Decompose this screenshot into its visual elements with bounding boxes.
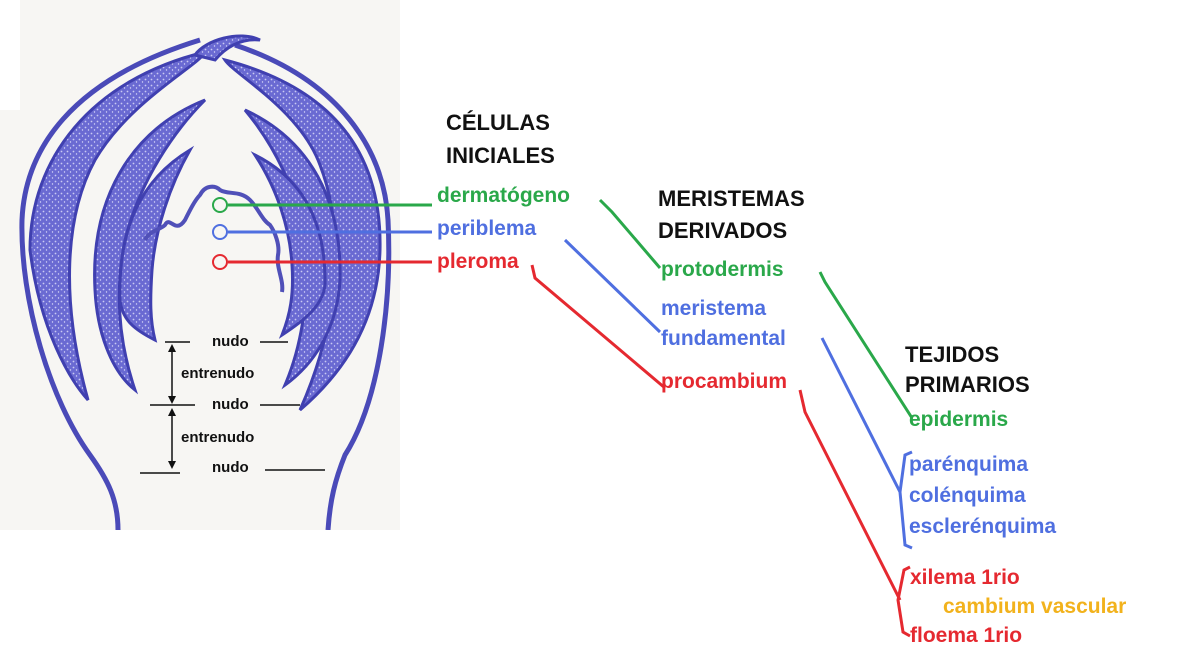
node-label-2: nudo — [212, 397, 249, 412]
tissue-sclerenchyma: esclerénquima — [909, 516, 1056, 537]
green-link-1 — [600, 200, 660, 268]
derived-protodermis: protodermis — [661, 259, 784, 280]
tissue-collenchyma: colénquima — [909, 485, 1026, 506]
internode-label-2: entrenudo — [181, 430, 254, 445]
header-derived-meristems-line2: DERIVADOS — [658, 220, 787, 242]
node-label-3: nudo — [212, 460, 249, 475]
green-link-2 — [820, 272, 912, 418]
tissue-parenchyma: parénquima — [909, 454, 1028, 475]
derived-fundamental-line1: meristema — [661, 298, 766, 319]
tissue-vascular-cambium: cambium vascular — [943, 596, 1126, 617]
derived-procambium: procambium — [661, 371, 787, 392]
header-initial-cells-line2: INICIALES — [446, 145, 555, 167]
header-initial-cells-line1: CÉLULAS — [446, 112, 550, 134]
initial-plerome: pleroma — [437, 251, 519, 272]
node-label-1: nudo — [212, 334, 249, 349]
initial-periblem: periblema — [437, 218, 536, 239]
derived-fundamental-line2: fundamental — [661, 328, 786, 349]
vascular-bracket — [898, 567, 910, 636]
red-link-1 — [532, 265, 665, 388]
tissue-primary-phloem: floema 1rio — [910, 625, 1022, 646]
tissue-primary-xylem: xilema 1rio — [910, 567, 1020, 588]
header-primary-tissues-line2: PRIMARIOS — [905, 374, 1030, 396]
header-derived-meristems-line1: MERISTEMAS — [658, 188, 805, 210]
initial-dermatogen: dermatógeno — [437, 185, 570, 206]
tissue-epidermis: epidermis — [909, 409, 1008, 430]
red-link-2 — [800, 390, 900, 600]
blue-link-1 — [565, 240, 660, 332]
header-primary-tissues-line1: TEJIDOS — [905, 344, 999, 366]
internode-label-1: entrenudo — [181, 366, 254, 381]
